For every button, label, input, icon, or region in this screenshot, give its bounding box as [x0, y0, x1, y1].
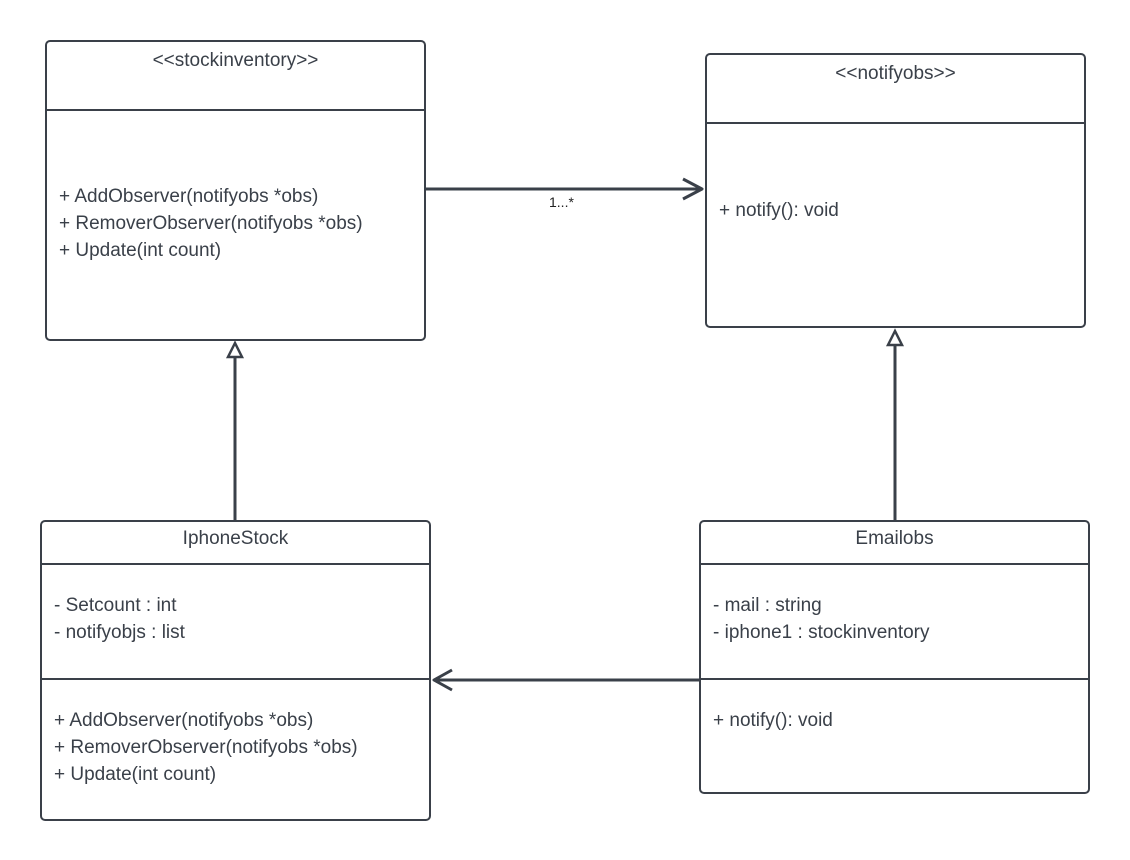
method-row: + RemoverObserver(notifyobs *obs)	[54, 737, 358, 758]
class-emailobs[interactable]: Emailobs - mail : string - iphone1 : sto…	[699, 520, 1090, 794]
attribute-row: - notifyobjs : list	[54, 622, 185, 643]
class-divider	[42, 563, 429, 565]
class-name: <<notifyobs>>	[835, 63, 956, 84]
hollow-triangle-stockinventory	[225, 340, 245, 359]
attribute-row: - iphone1 : stockinventory	[713, 622, 930, 643]
attributes-compartment: - Setcount : int - notifyobjs : list	[42, 592, 429, 646]
class-divider	[47, 109, 424, 111]
multiplicity-label: 1...*	[549, 194, 574, 210]
methods-compartment: + AddObserver(notifyobs *obs) + RemoverO…	[42, 707, 429, 788]
attribute-row: - Setcount : int	[54, 595, 177, 616]
method-row: + Update(int count)	[59, 240, 222, 261]
method-row: + notify(): void	[713, 710, 833, 731]
class-stockinventory[interactable]: <<stockinventory>> + AddObserver(notifyo…	[45, 40, 426, 341]
attribute-row: - mail : string	[713, 595, 822, 616]
method-row: + notify(): void	[719, 200, 839, 221]
attributes-compartment: - mail : string - iphone1 : stockinvento…	[701, 592, 1088, 646]
class-notifyobs[interactable]: <<notifyobs>> + notify(): void	[705, 53, 1086, 328]
class-divider	[42, 678, 429, 680]
class-name: <<stockinventory>>	[152, 50, 319, 71]
class-name: IphoneStock	[182, 528, 289, 549]
class-name: Emailobs	[855, 528, 934, 549]
method-row: + AddObserver(notifyobs *obs)	[59, 186, 319, 207]
class-divider	[707, 122, 1084, 124]
methods-compartment: + AddObserver(notifyobs *obs) + RemoverO…	[47, 183, 424, 264]
methods-compartment: + notify(): void	[707, 197, 1084, 224]
method-row: + RemoverObserver(notifyobs *obs)	[59, 213, 363, 234]
class-iphonestock[interactable]: IphoneStock - Setcount : int - notifyobj…	[40, 520, 431, 821]
class-divider	[701, 563, 1088, 565]
open-arrowhead-iphonestock	[432, 668, 453, 692]
method-row: + AddObserver(notifyobs *obs)	[54, 710, 314, 731]
method-row: + Update(int count)	[54, 764, 217, 785]
open-arrowhead-notifyobs	[682, 177, 704, 201]
methods-compartment: + notify(): void	[701, 707, 1088, 734]
hollow-triangle-notifyobs	[885, 328, 905, 347]
class-divider	[701, 678, 1088, 680]
